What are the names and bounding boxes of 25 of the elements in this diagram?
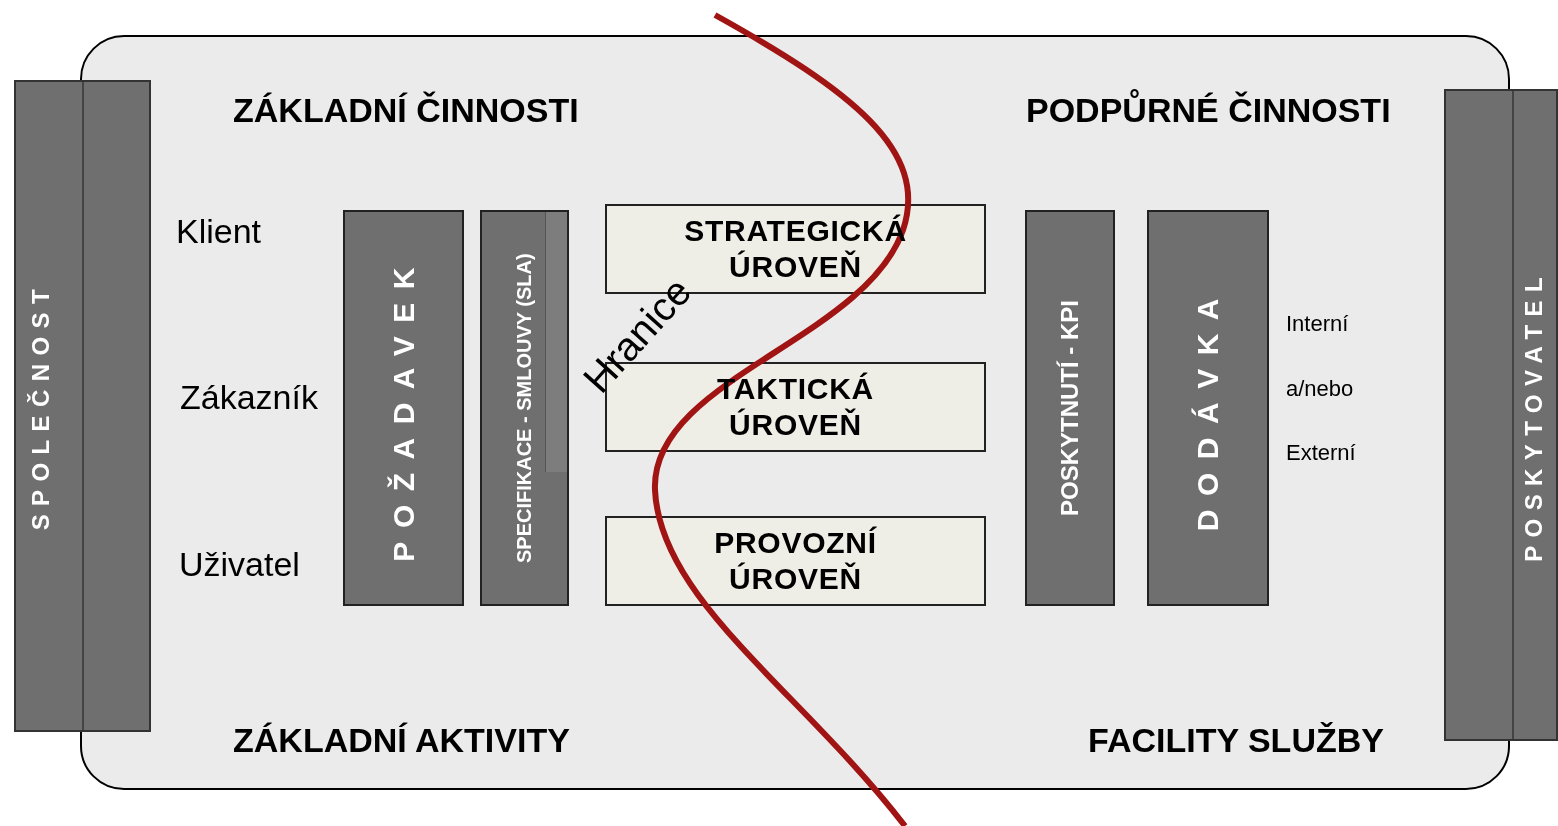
level-label: TAKTICKÁ ÚROVEŇ (715, 371, 876, 443)
vertical-label: POSKYTNUTÍ - KPI (1055, 300, 1084, 516)
vertical-label: POSKYTOVATEL (1519, 268, 1548, 562)
text-label: Interní (1286, 313, 1349, 335)
vertical-label: DODÁVKA (1190, 284, 1226, 532)
vertical-bar (480, 210, 569, 606)
vertical-label: SPECIFIKACE - SMLOUVY (SLA) (512, 252, 536, 565)
vertical-bar (1025, 210, 1115, 606)
text-label: Zákazník (180, 380, 318, 414)
text-label: ZÁKLADNÍ AKTIVITY (233, 723, 570, 757)
text-label: Uživatel (179, 547, 300, 581)
text-label: Klient (176, 214, 262, 248)
text-label: ZÁKLADNÍ ČINNOSTI (233, 93, 579, 127)
vertical-label: POŽADAVEK (385, 254, 421, 562)
side-bar (1444, 89, 1558, 741)
text-label: Externí (1286, 442, 1356, 464)
text-label: FACILITY SLUŽBY (1088, 723, 1384, 757)
vertical-label: SPOLEČNOST (26, 281, 55, 531)
text-label: a/nebo (1286, 378, 1354, 400)
side-bar (14, 80, 151, 732)
vertical-bar (343, 210, 464, 606)
level-label: PROVOZNÍ ÚROVEŇ (713, 525, 878, 597)
vertical-bar (1147, 210, 1269, 606)
level-box (605, 516, 986, 606)
rounded-panel (80, 35, 1510, 790)
